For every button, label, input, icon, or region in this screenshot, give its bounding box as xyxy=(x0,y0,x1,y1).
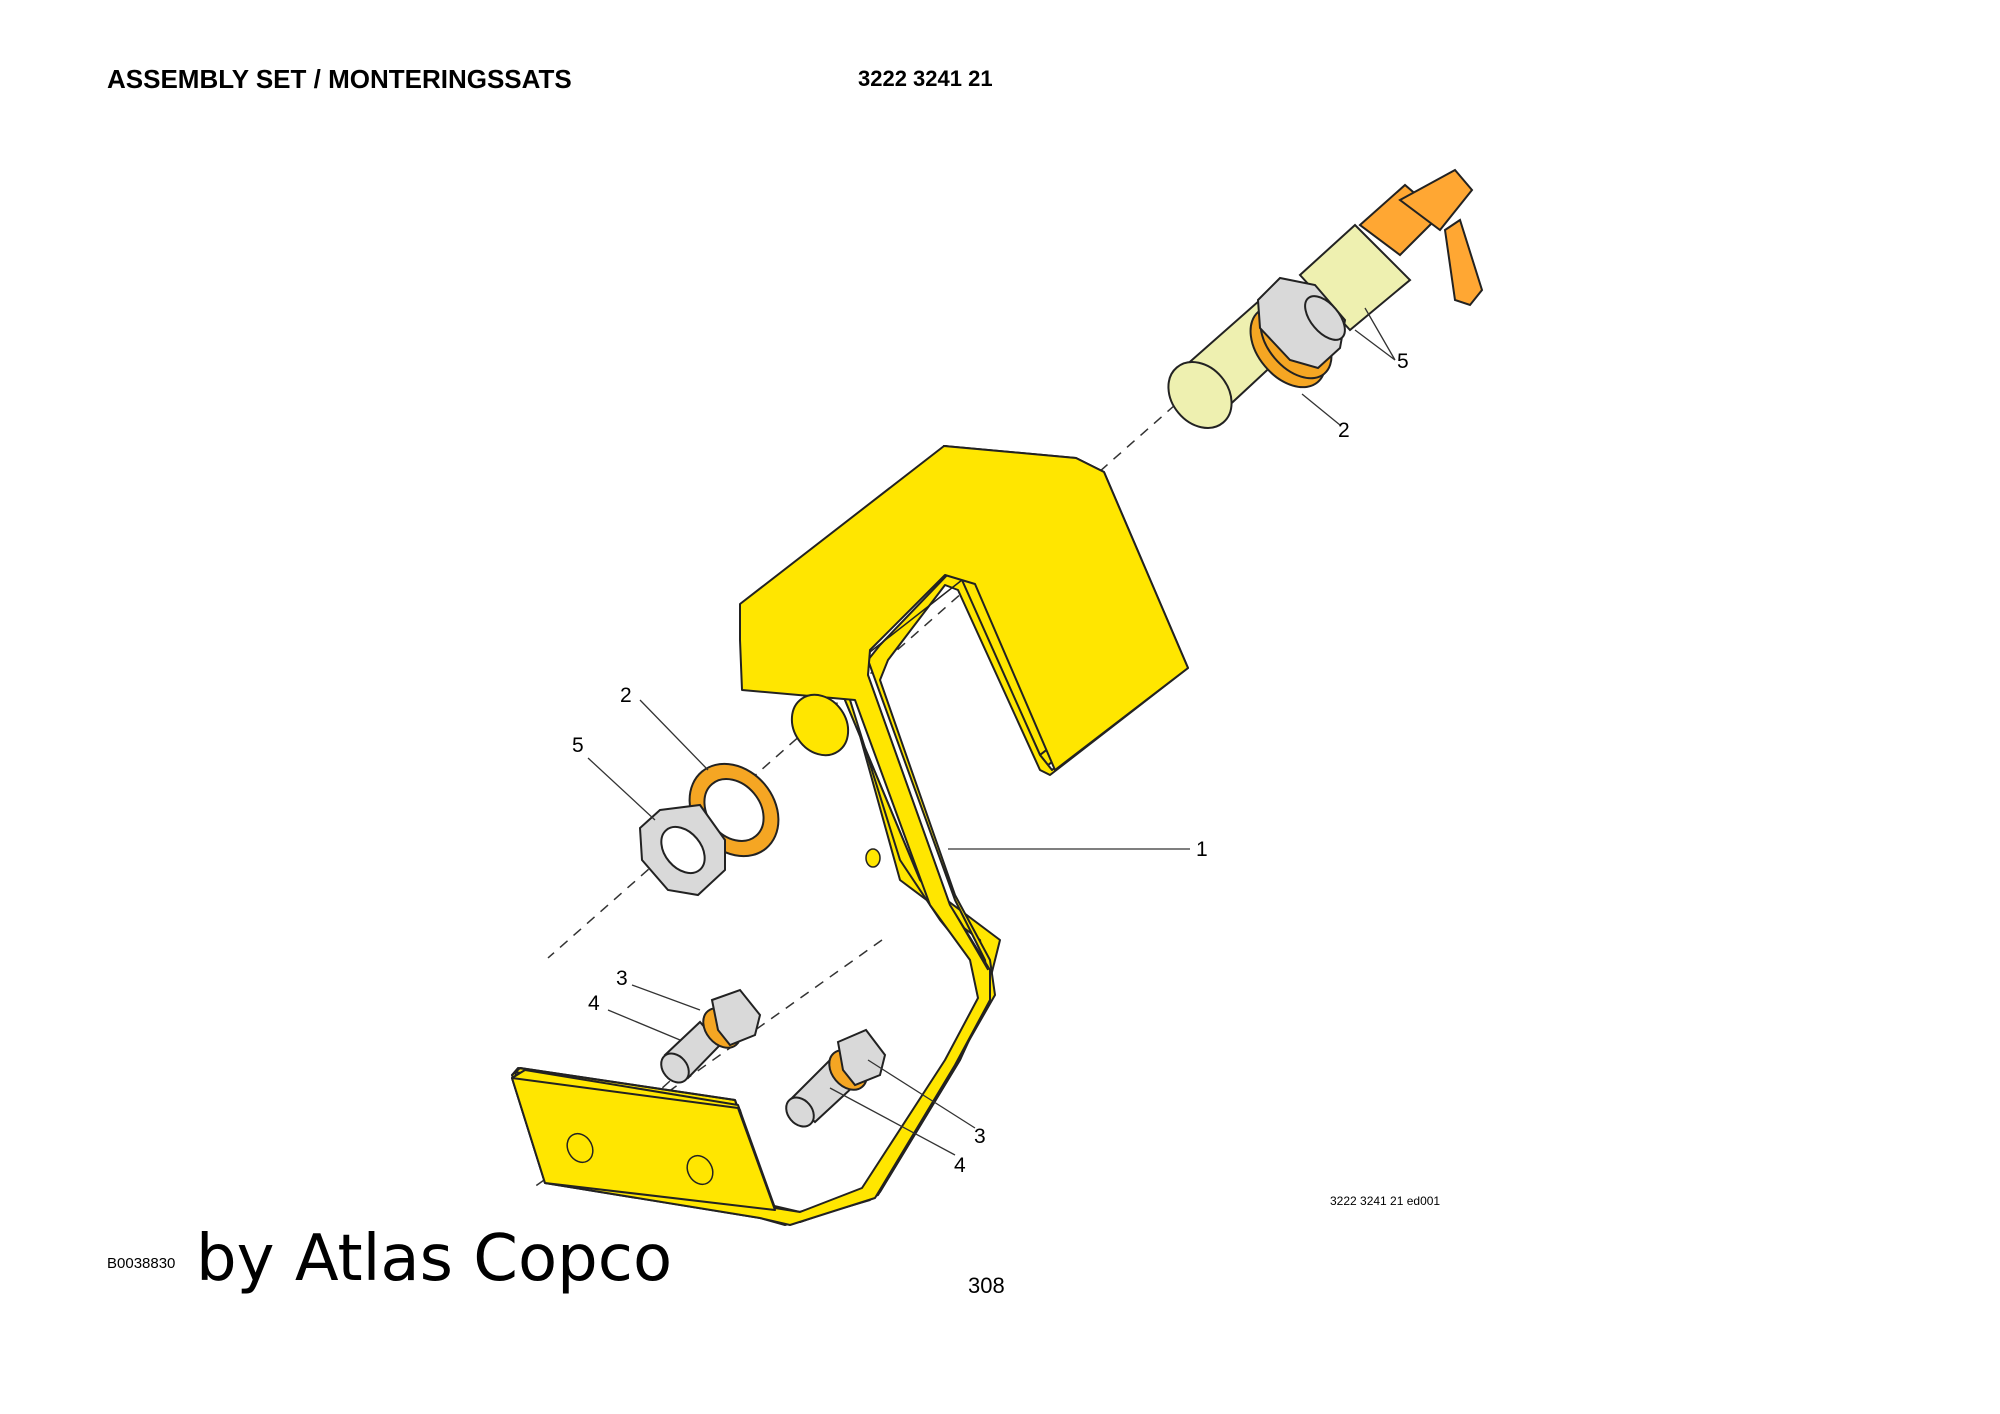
part-number: 3222 3241 21 xyxy=(858,66,993,91)
bolt-head-icon-left xyxy=(710,988,762,1047)
callout-3-left: 3 xyxy=(616,967,628,990)
leader-2-left xyxy=(639,699,709,771)
bolt-left xyxy=(660,988,762,1084)
bolt-head-icon-right xyxy=(836,1028,887,1087)
page-number: 308 xyxy=(968,1273,1005,1298)
leader-3-right xyxy=(867,1059,976,1129)
page-title: ASSEMBLY SET / MONTERINGSSATS xyxy=(107,64,572,94)
callout-2-left: 2 xyxy=(620,684,632,707)
bolt-right xyxy=(785,1028,887,1128)
leader-4-right xyxy=(829,1087,956,1156)
callout-4-right: 4 xyxy=(954,1154,966,1177)
leader-3-left xyxy=(631,984,701,1011)
bracket-hole-small xyxy=(865,848,881,868)
drawing-reference: 3222 3241 21 ed001 xyxy=(1330,1194,1441,1208)
plunger-assembly xyxy=(1167,168,1484,429)
callout-2-top: 2 xyxy=(1338,419,1350,442)
brand-caption: by Atlas Copco xyxy=(196,1222,673,1296)
leader-4-left xyxy=(607,1009,681,1041)
callout-1: 1 xyxy=(1196,838,1208,861)
callout-5-left: 5 xyxy=(572,734,584,757)
bracket-hole-foot-left xyxy=(566,1132,594,1164)
callout-4-left: 4 xyxy=(588,992,600,1015)
bracket-hole-large xyxy=(790,693,850,757)
leader-5-top xyxy=(1354,307,1396,361)
bracket-hole-foot-right xyxy=(686,1154,714,1186)
leader-5-left xyxy=(587,757,656,821)
callout-3-right: 3 xyxy=(974,1125,986,1148)
bracket-part-1 xyxy=(511,445,1189,1226)
leader-2-top xyxy=(1301,393,1341,426)
left-washer-nut xyxy=(638,762,780,897)
image-code: B0038830 xyxy=(107,1255,176,1272)
callout-5-top: 5 xyxy=(1397,350,1409,373)
